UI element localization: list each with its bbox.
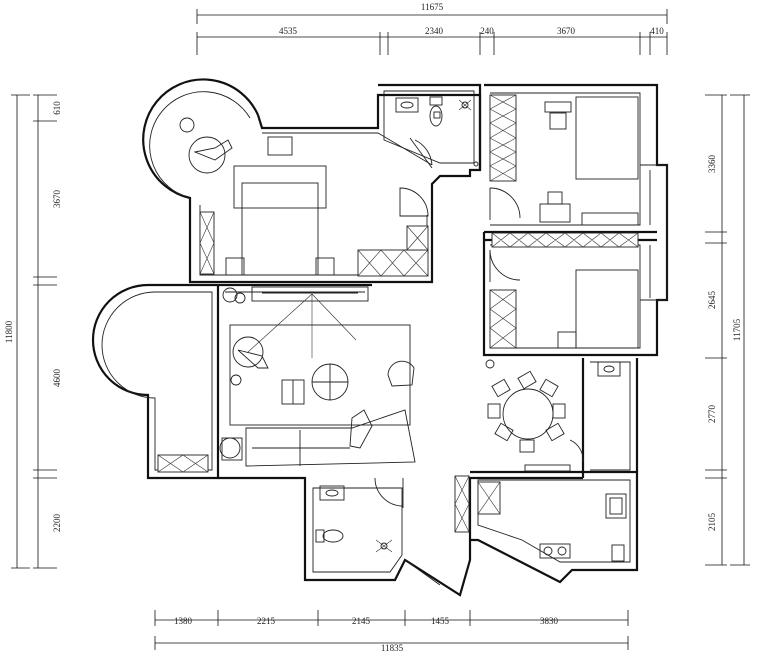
bottom-dimension-3: 2145 <box>352 616 371 626</box>
tv-cabinet <box>251 286 369 302</box>
single-bed-upper <box>575 96 639 180</box>
top-dimension-3: 240 <box>480 26 494 36</box>
armchair <box>232 336 264 368</box>
top-dimension-5: 410 <box>650 26 664 36</box>
top-dimension-1: 4535 <box>279 26 298 36</box>
left-total-dimension: 11800 <box>4 320 14 343</box>
dining-table <box>502 388 554 440</box>
living-room-furniture <box>219 286 416 467</box>
toilet-lower <box>315 529 325 543</box>
master-bedroom-furniture <box>179 117 335 276</box>
left-dimension-chain: 11800 610 3670 4600 2200 <box>4 94 62 569</box>
right-total-dimension: 11705 <box>732 318 742 341</box>
area-rug <box>229 324 411 426</box>
washbasin <box>395 97 419 113</box>
left-dimension-4: 2200 <box>52 514 62 533</box>
dresser <box>267 136 293 156</box>
top-dimension-2: 2340 <box>425 26 444 36</box>
right-dimension-1: 3360 <box>707 155 717 174</box>
kitchen-sink <box>605 493 627 519</box>
lounge-chair-living <box>387 360 415 387</box>
desk-upper <box>539 203 571 223</box>
kitchen-fixtures <box>539 493 627 562</box>
right-dimension-3: 2770 <box>707 405 717 424</box>
nightstand-left <box>225 257 245 276</box>
right-dimension-chain: 3360 2645 2770 2105 11705 <box>705 94 750 566</box>
bottom-dimension-4: 1455 <box>431 616 450 626</box>
top-dimension-4: 3670 <box>557 26 576 36</box>
sofa <box>245 409 416 467</box>
wardrobes <box>157 94 639 533</box>
bottom-dimension-2: 2215 <box>257 616 276 626</box>
nightstand-right <box>315 257 335 276</box>
right-dimension-2: 2645 <box>707 291 717 310</box>
chair-upper <box>549 112 567 130</box>
top-total-dimension: 11675 <box>421 2 444 12</box>
bottom-total-dimension: 11835 <box>381 643 404 653</box>
right-bedroom-furniture <box>539 96 639 349</box>
toilet <box>429 96 443 106</box>
double-bed <box>241 182 319 276</box>
lower-bathroom-fixtures <box>315 485 393 553</box>
left-dimension-1: 610 <box>52 101 62 115</box>
exterior-walls <box>91 78 669 597</box>
top-bathroom-fixtures <box>395 96 472 127</box>
doors <box>374 137 584 586</box>
left-dimension-2: 3670 <box>52 190 62 209</box>
bottom-dimension-1: 1380 <box>174 616 193 626</box>
bottom-dimension-5: 3830 <box>540 616 559 626</box>
shower-head <box>461 101 469 109</box>
dining-furniture <box>485 359 621 472</box>
bottom-dimension-chain: 1380 2215 2145 1455 3830 11835 <box>154 610 629 653</box>
stove <box>539 543 571 559</box>
lounge-chair <box>188 136 226 174</box>
single-bed-lower <box>575 269 639 349</box>
washbasin-lower <box>319 485 345 501</box>
left-dimension-3: 4600 <box>52 369 62 388</box>
top-dimension-chain: 11675 4535 2340 240 3670 410 <box>196 2 668 55</box>
right-dimension-4: 2105 <box>707 513 717 532</box>
